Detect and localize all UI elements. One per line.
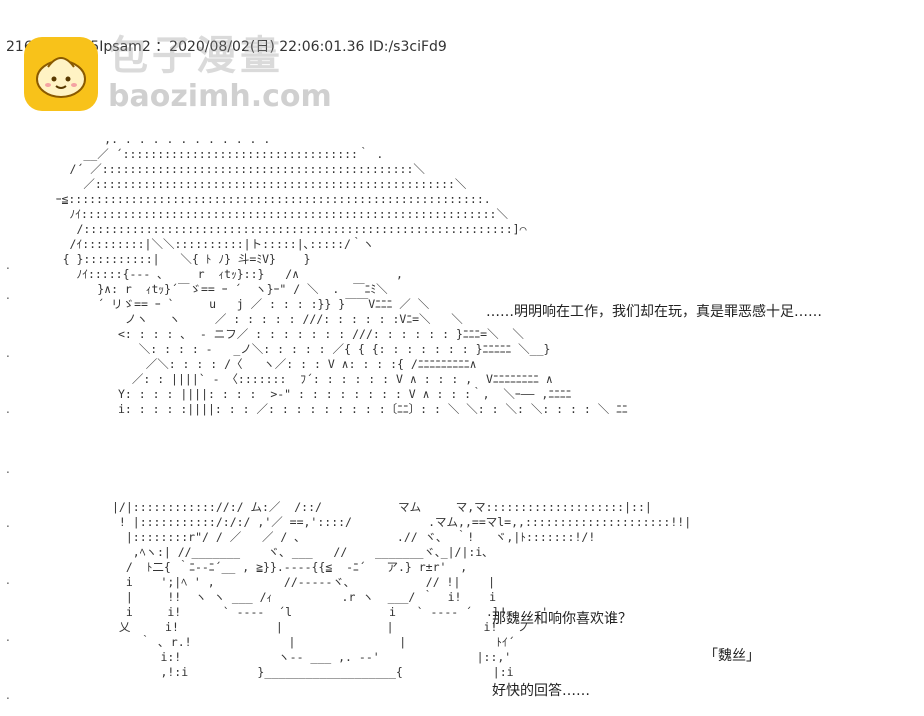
caption-line-2: 那魏丝和响你喜欢谁？ (492, 611, 632, 627)
ascii-art-scene-top: ,. . . . . . . . . . . . __／ ´::::::::::… (55, 132, 628, 416)
margin-dot: . (6, 516, 10, 530)
watermark-brand-cn: 包子漫畫 (108, 33, 284, 79)
margin-dots: . . . . . . . . . (6, 0, 16, 716)
margin-dot: . (6, 573, 10, 587)
margin-dot: . (6, 630, 10, 644)
margin-dot: . (6, 288, 10, 302)
caption-line-3: 「魏丝」 (704, 648, 760, 664)
bun-face-icon (24, 37, 98, 111)
margin-dot: . (6, 402, 10, 416)
margin-dot: . (6, 688, 10, 702)
watermark-text: 包子漫畫 baozimh.com (108, 36, 332, 112)
caption-line-1: ……明明响在工作，我们却在玩，真是罪恶感十足…… (486, 304, 822, 320)
margin-dot: . (6, 258, 10, 272)
margin-dot: . (6, 346, 10, 360)
watermark: 包子漫畫 baozimh.com (24, 36, 332, 112)
caption-line-4: 好快的回答…… (492, 683, 590, 699)
ascii-art-scene-bottom: |/|:::::::::::://:/ ム:／ /::/ マム マ,マ:::::… (112, 500, 692, 679)
margin-dot: . (6, 462, 10, 476)
post-header: 2161 ：yiDz5Ipsam2 ：2020/08/02(日) 22:06:0… (6, 39, 447, 55)
watermark-brand-en: baozimh.com (108, 79, 332, 114)
